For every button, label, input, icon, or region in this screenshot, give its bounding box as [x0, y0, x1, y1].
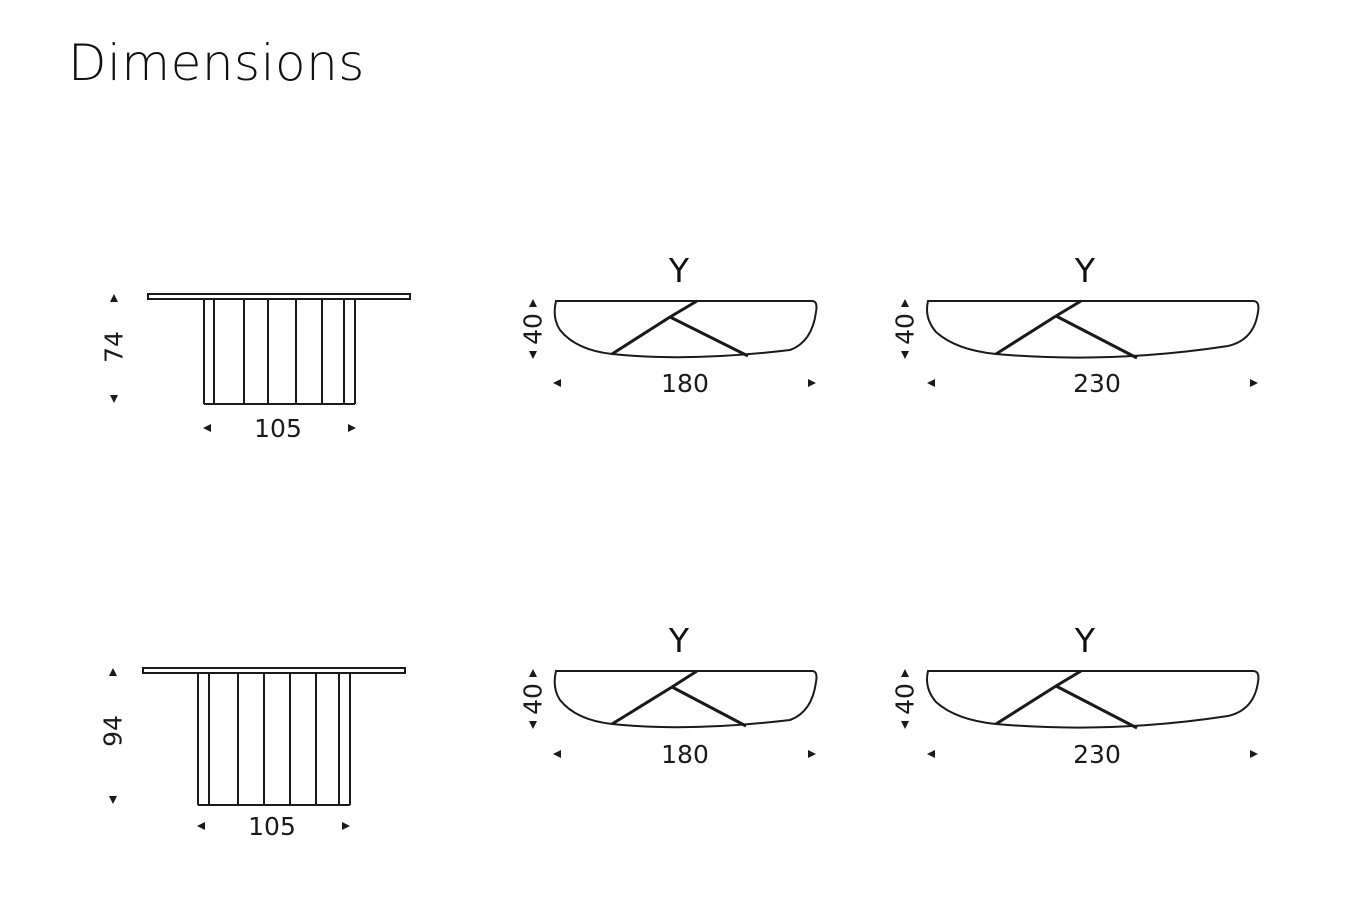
arrow-down-icon [110, 395, 118, 403]
table-top-side [147, 293, 411, 300]
arrow-down-icon [109, 796, 117, 804]
length-label: 230 [1073, 369, 1121, 398]
arrow-right-icon [1250, 750, 1258, 758]
shape-label: Y [668, 621, 690, 660]
arrow-left-icon [203, 424, 211, 432]
arrow-right-icon [342, 822, 350, 830]
table-base-side [197, 673, 351, 806]
base-plan [611, 299, 749, 358]
arrow-up-icon [901, 299, 909, 307]
depth-label: 40 [519, 313, 548, 345]
table-top-plan [553, 300, 818, 359]
table-top-plan [926, 670, 1260, 729]
shape-label: Y [668, 251, 690, 290]
depth-label: 40 [891, 683, 920, 715]
arrow-left-icon [927, 379, 935, 387]
arrow-right-icon [348, 424, 356, 432]
side-width-label: 105 [248, 812, 296, 841]
top-view-row-1-230: Y 40 230 [891, 251, 1260, 398]
arrow-down-icon [529, 721, 537, 729]
side-width-label: 105 [254, 414, 302, 443]
table-top-plan [926, 300, 1260, 359]
base-plan [995, 669, 1138, 730]
arrow-down-icon [901, 351, 909, 359]
arrow-down-icon [901, 721, 909, 729]
length-label: 180 [661, 740, 709, 769]
arrow-left-icon [197, 822, 205, 830]
top-view-row-1-180: Y 40 180 [519, 251, 818, 398]
arrow-left-icon [553, 379, 561, 387]
arrow-up-icon [529, 669, 537, 677]
shape-label: Y [1074, 621, 1096, 660]
arrow-right-icon [808, 750, 816, 758]
arrow-left-icon [927, 750, 935, 758]
side-view-row-1: 74 105 [100, 293, 411, 443]
arrow-down-icon [529, 351, 537, 359]
table-base-side [203, 299, 356, 405]
arrow-right-icon [1250, 379, 1258, 387]
table-top-plan [553, 670, 818, 729]
arrow-up-icon [110, 294, 118, 302]
base-plan [611, 669, 747, 728]
arrow-left-icon [553, 750, 561, 758]
table-top-side [142, 667, 406, 674]
side-view-row-2: 94 105 [99, 667, 406, 841]
page-title: Dimensions [68, 34, 365, 92]
depth-label: 40 [519, 683, 548, 715]
arrow-up-icon [109, 668, 117, 676]
side-height-label: 74 [100, 331, 129, 363]
shape-label: Y [1074, 251, 1096, 290]
length-label: 180 [661, 369, 709, 398]
arrow-right-icon [808, 379, 816, 387]
length-label: 230 [1073, 740, 1121, 769]
top-view-row-2-180: Y 40 180 [519, 621, 818, 769]
base-plan [995, 299, 1138, 360]
arrow-up-icon [901, 669, 909, 677]
depth-label: 40 [891, 313, 920, 345]
arrow-up-icon [529, 299, 537, 307]
top-view-row-2-230: Y 40 230 [891, 621, 1260, 769]
side-height-label: 94 [99, 715, 128, 747]
